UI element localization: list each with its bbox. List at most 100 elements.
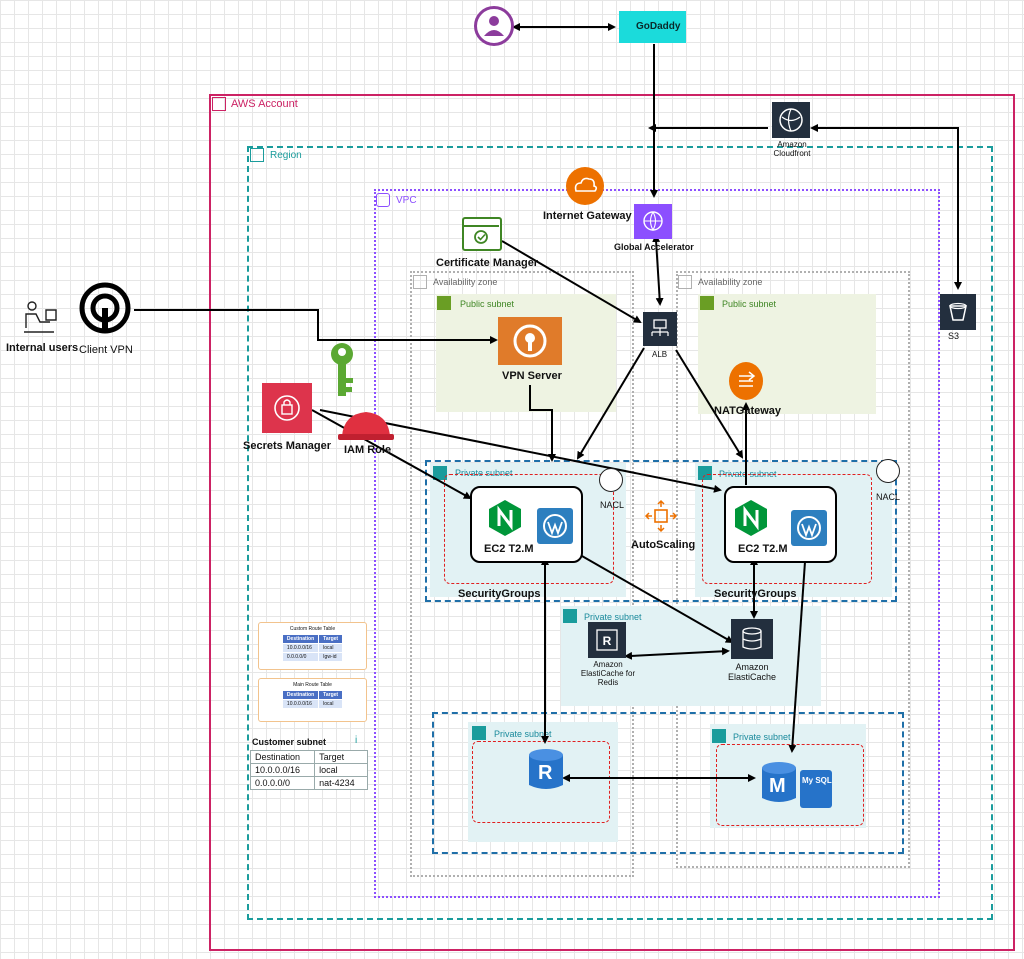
customer-subnet-title: Customer subnet (252, 737, 327, 747)
vpc-icon (376, 193, 390, 207)
az-right-label: Availability zone (698, 277, 763, 287)
cst-header-target: Target (314, 750, 368, 764)
mrt-cell: 10.0.0.0/16 (281, 699, 320, 709)
elasticache-redis-icon[interactable]: R (588, 622, 626, 658)
public-subnet-left-label: Public subnet (460, 299, 515, 309)
aws-account-icon (212, 97, 226, 111)
az-right-icon (678, 275, 692, 289)
nacl-left-icon (599, 468, 623, 492)
global-accelerator-icon[interactable] (634, 204, 672, 239)
godaddy-logo[interactable] (619, 11, 686, 43)
elasticache-label: Amazon ElastiCache (727, 662, 777, 682)
crt-header-target: Target (318, 634, 344, 644)
cloudfront-icon[interactable] (772, 102, 810, 138)
vpc-label: VPC (396, 195, 417, 206)
secrets-manager-label: Secrets Manager (243, 440, 332, 452)
security-groups-right-label: SecurityGroups (714, 588, 797, 600)
crt-cell: 10.0.0.0/16 (281, 643, 320, 653)
private-subnet-db-left-label: Private subnet (494, 729, 552, 739)
nacl-right-icon (876, 459, 900, 483)
mrt-header-destination: Destination (281, 690, 320, 700)
end-user-icon (474, 6, 514, 46)
iam-role-hardhat-icon[interactable] (336, 408, 396, 442)
az-left-icon (413, 275, 427, 289)
private-subnet-db-left-lock-icon (472, 726, 486, 740)
info-icon: i (355, 735, 358, 746)
security-group-right (702, 474, 872, 584)
custom-route-table-title: Custom Route Table (289, 626, 336, 632)
wordpress-icon-left (537, 508, 573, 544)
crt-header-destination: Destination (281, 634, 320, 644)
secrets-manager-icon[interactable] (262, 383, 312, 433)
redis-db-icon[interactable] (527, 747, 565, 793)
crt-cell: local (318, 643, 344, 653)
mysql-badge (800, 770, 832, 808)
redis-db-letter: R (538, 762, 553, 784)
nginx-icon-right (732, 499, 770, 537)
region-label: Region (270, 150, 302, 161)
aws-account-label: AWS Account (231, 98, 298, 110)
autoscaling-label: AutoScaling (631, 539, 696, 551)
public-subnet-right-lock-icon (700, 296, 714, 310)
internet-gateway-cloud-icon[interactable] (566, 167, 604, 205)
ec2-right-label: EC2 T2.M (738, 543, 788, 555)
client-vpn-icon[interactable] (78, 282, 132, 338)
public-subnet-right (698, 294, 876, 414)
private-subnet-cache-label: Private subnet (584, 612, 642, 622)
internal-users-icon (20, 296, 60, 336)
mysql-db-icon[interactable] (760, 760, 798, 806)
public-subnet-left-lock-icon (437, 296, 451, 310)
cloudfront-label: Amazon Cloudfront (773, 140, 811, 158)
mysql-db-letter: M (769, 775, 786, 797)
cst-header-destination: Destination (249, 750, 316, 764)
private-subnet-db-right-lock-icon (712, 729, 726, 743)
crt-cell: Igw-id (318, 652, 344, 662)
crt-cell: 0.0.0.0/0 (281, 652, 320, 662)
nat-gateway-label: NATGateway (714, 405, 782, 417)
region-boundary (247, 146, 993, 920)
private-subnet-cache-lock-icon (563, 609, 577, 623)
iam-role-label: IAM Role (344, 444, 392, 456)
main-route-table-title: Main Route Table (293, 682, 332, 688)
mrt-cell: local (318, 699, 344, 709)
s3-bucket-icon[interactable] (940, 294, 976, 330)
autoscaling-icon (644, 499, 678, 533)
public-subnet-right-label: Public subnet (722, 299, 777, 309)
alb-label: ALB (652, 350, 668, 359)
region-flag-icon (250, 148, 264, 162)
alb-icon[interactable] (643, 312, 677, 346)
client-vpn-label: Client VPN (79, 344, 133, 356)
ec2-left-label: EC2 T2.M (484, 543, 534, 555)
aws-account-boundary (209, 94, 1015, 951)
global-accelerator-label: Global Accelerator (614, 242, 694, 252)
s3-label: S3 (948, 331, 960, 341)
mysql-label: My SQL (802, 776, 832, 785)
nacl-right-label: NACL (876, 492, 901, 502)
elasticache-redis-label: Amazon ElastiCache for Redis (580, 660, 636, 687)
vpn-server-label: VPN Server (502, 370, 562, 382)
cst-cell: local (314, 763, 368, 777)
vpn-server-icon[interactable] (498, 317, 562, 365)
wordpress-icon-right (791, 510, 827, 546)
az-left-label: Availability zone (433, 277, 498, 287)
nginx-icon-left (486, 499, 524, 537)
internet-gateway-label: Internet Gateway (543, 210, 632, 222)
svg-text:R: R (603, 634, 612, 648)
nat-gateway-icon[interactable] (729, 362, 763, 400)
godaddy-label: GoDaddy (636, 21, 681, 32)
private-subnet-db-right-label: Private subnet (733, 732, 791, 742)
cst-cell: 10.0.0.0/16 (249, 763, 316, 777)
key-icon (324, 340, 360, 400)
mrt-header-target: Target (318, 690, 344, 700)
elasticache-icon[interactable] (731, 619, 773, 659)
internal-users-label: Internal users (6, 342, 79, 354)
private-subnet-db-group (432, 712, 904, 854)
certificate-manager-label: Certificate Manager (436, 257, 539, 269)
cst-cell: 0.0.0.0/0 (249, 776, 316, 790)
certificate-manager-icon[interactable] (462, 217, 502, 251)
security-groups-left-label: SecurityGroups (458, 588, 541, 600)
cst-cell: nat-4234 (314, 776, 368, 790)
